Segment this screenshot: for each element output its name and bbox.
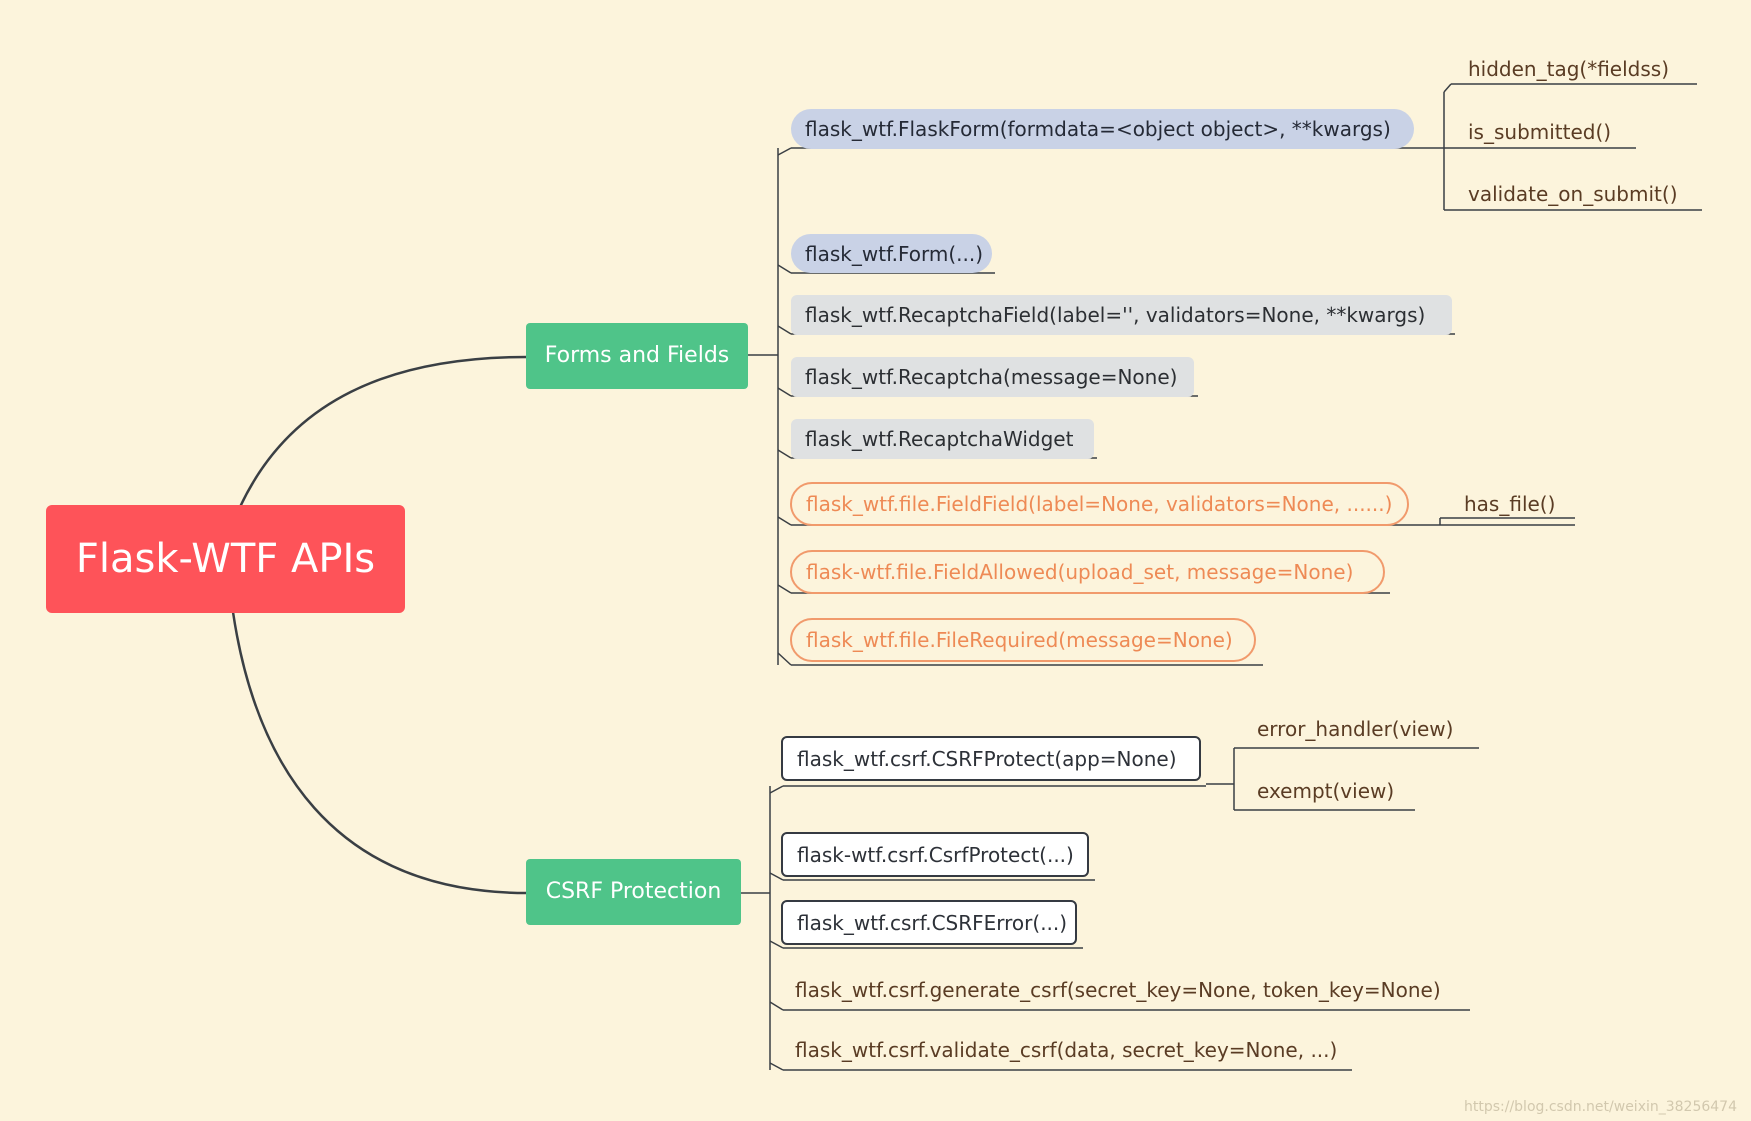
topic-file-field-label: flask_wtf.file.FieldField(label=None, va… xyxy=(806,492,1393,516)
subtopic-has-file-label: has_file() xyxy=(1464,492,1556,516)
branch-forms-and-fields[interactable]: Forms and Fields xyxy=(526,323,748,389)
topic-recaptcha[interactable]: flask_wtf.Recaptcha(message=None) xyxy=(791,357,1194,397)
root-topic[interactable]: Flask-WTF APIs xyxy=(46,505,405,613)
subtopic-hidden-tag-label: hidden_tag(*fieldss) xyxy=(1468,57,1669,81)
topic-recaptcha-label: flask_wtf.Recaptcha(message=None) xyxy=(805,365,1178,389)
subtopic-hidden-tag[interactable]: hidden_tag(*fieldss) xyxy=(1468,56,1669,82)
connector-root-csrf xyxy=(231,611,528,895)
topic-validate-csrf[interactable]: flask_wtf.csrf.validate_csrf(data, secre… xyxy=(795,1035,1337,1065)
subtopic-error-handler-label: error_handler(view) xyxy=(1257,717,1454,741)
topic-form-label: flask_wtf.Form(...) xyxy=(805,241,984,266)
topic-recaptcha-widget-label: flask_wtf.RecaptchaWidget xyxy=(805,427,1074,451)
watermark: https://blog.csdn.net/weixin_38256474 xyxy=(1463,1099,1737,1115)
topic-recaptcha-field[interactable]: flask_wtf.RecaptchaField(label='', valid… xyxy=(791,295,1452,335)
topic-generate-csrf-label: flask_wtf.csrf.generate_csrf(secret_key=… xyxy=(795,978,1441,1002)
topic-csrfprotect[interactable]: flask_wtf.csrf.CSRFProtect(app=None) xyxy=(781,736,1201,781)
topic-file-required-label: flask_wtf.file.FileRequired(message=None… xyxy=(806,628,1233,652)
topic-validate-csrf-label: flask_wtf.csrf.validate_csrf(data, secre… xyxy=(795,1038,1338,1062)
root-topic-label: Flask-WTF APIs xyxy=(75,536,376,582)
topic-flaskform[interactable]: flask_wtf.FlaskForm(formdata=<object obj… xyxy=(791,109,1414,149)
topic-file-allowed[interactable]: flask-wtf.file.FieldAllowed(upload_set, … xyxy=(790,550,1385,594)
topic-file-field[interactable]: flask_wtf.file.FieldField(label=None, va… xyxy=(790,482,1409,526)
topic-recaptcha-widget[interactable]: flask_wtf.RecaptchaWidget xyxy=(791,419,1094,459)
topic-csrferror[interactable]: flask_wtf.csrf.CSRFError(...) xyxy=(781,900,1077,945)
subtopic-is-submitted-label: is_submitted() xyxy=(1468,120,1612,144)
topic-file-allowed-label: flask-wtf.file.FieldAllowed(upload_set, … xyxy=(806,560,1354,584)
connector-root-forms xyxy=(238,355,528,508)
topic-flaskform-label: flask_wtf.FlaskForm(formdata=<object obj… xyxy=(805,117,1391,141)
topic-recaptcha-field-label: flask_wtf.RecaptchaField(label='', valid… xyxy=(805,303,1426,327)
subtopic-exempt[interactable]: exempt(view) xyxy=(1257,777,1394,805)
subtopic-is-submitted[interactable]: is_submitted() xyxy=(1468,119,1611,145)
topic-csrfprotect-legacy[interactable]: flask-wtf.csrf.CsrfProtect(...) xyxy=(781,832,1089,877)
topic-generate-csrf[interactable]: flask_wtf.csrf.generate_csrf(secret_key=… xyxy=(795,975,1441,1005)
branch-forms-label: Forms and Fields xyxy=(544,343,730,368)
topic-file-required[interactable]: flask_wtf.file.FileRequired(message=None… xyxy=(790,618,1256,662)
subtopic-validate-on-submit[interactable]: validate_on_submit() xyxy=(1468,181,1678,207)
subtopic-error-handler[interactable]: error_handler(view) xyxy=(1257,715,1453,743)
branch-csrf-label: CSRF Protection xyxy=(545,879,722,904)
branch-csrf-protection[interactable]: CSRF Protection xyxy=(526,859,741,925)
subtopic-validate-on-submit-label: validate_on_submit() xyxy=(1468,182,1678,206)
topic-csrferror-label: flask_wtf.csrf.CSRFError(...) xyxy=(797,910,1068,935)
topic-csrfprotect-legacy-label: flask-wtf.csrf.CsrfProtect(...) xyxy=(797,842,1074,867)
subtopic-has-file[interactable]: has_file() xyxy=(1464,491,1555,517)
topic-csrfprotect-label: flask_wtf.csrf.CSRFProtect(app=None) xyxy=(797,746,1177,771)
subtopic-exempt-label: exempt(view) xyxy=(1257,779,1395,803)
topic-form[interactable]: flask_wtf.Form(...) xyxy=(791,234,992,273)
